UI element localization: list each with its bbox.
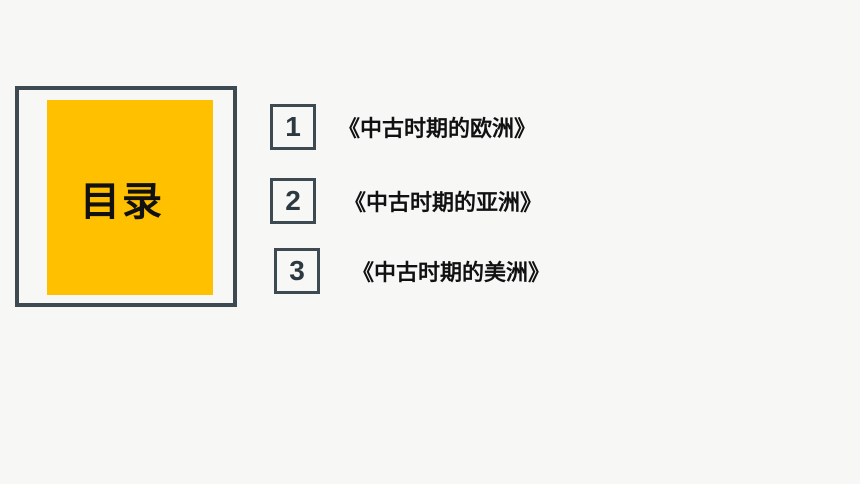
page-title: 目录 xyxy=(80,178,164,225)
toc-number-box: 1 xyxy=(270,104,316,150)
toc-item-label: 《中古时期的美洲》 xyxy=(352,261,551,286)
toc-number-box: 3 xyxy=(274,248,320,294)
toc-item-label: 《中古时期的欧洲》 xyxy=(338,117,537,142)
title-panel: 目录 xyxy=(47,100,213,295)
title-frame: 目录 xyxy=(15,86,237,307)
toc-number-box: 2 xyxy=(270,178,316,224)
toc-item-label: 《中古时期的亚洲》 xyxy=(344,191,543,216)
